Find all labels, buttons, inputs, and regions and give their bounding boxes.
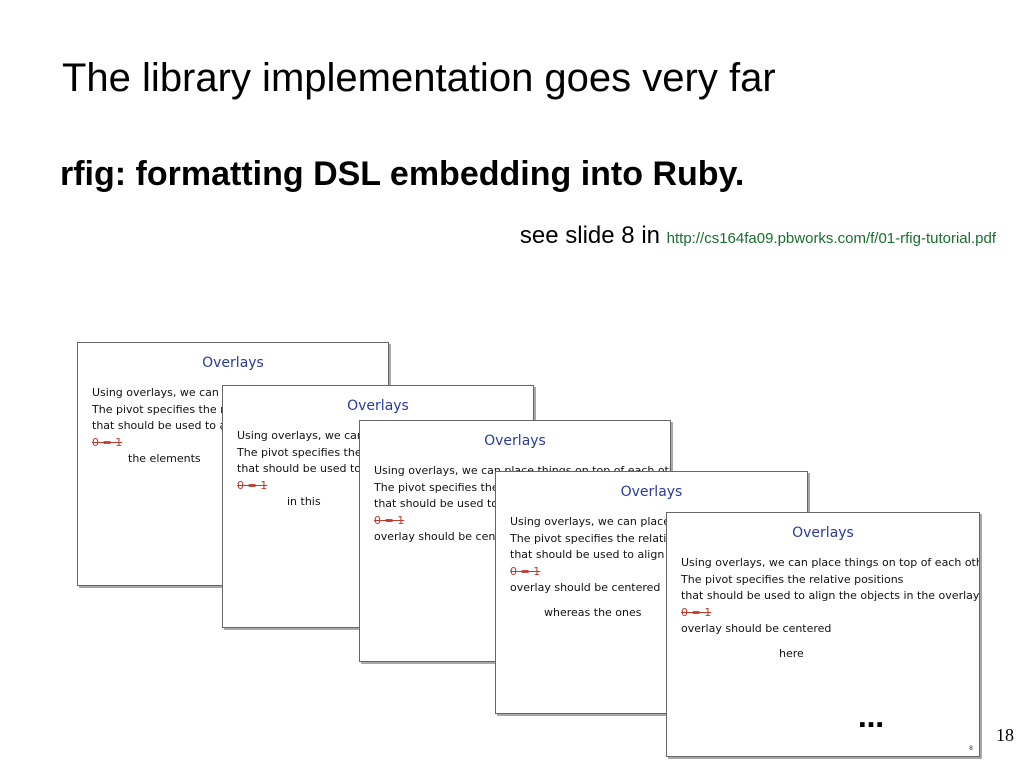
thumbnail-line: that should be used to align the objects…	[681, 589, 980, 602]
struck-equation: 0 = 1	[92, 435, 123, 449]
ellipsis: …	[858, 704, 885, 734]
reference-link[interactable]: http://cs164fa09.pbworks.com/f/01-rfig-t…	[666, 230, 996, 247]
thumbnail-title: Overlays	[620, 484, 683, 500]
thumbnail-slide-5: Overlays Using overlays, we can place th…	[666, 512, 980, 757]
thumbnail-body: Using overlays, we can place things on t…	[681, 555, 980, 662]
reference-line: see slide 8 in http://cs164fa09.pbworks.…	[520, 222, 996, 250]
thumbnail-line: overlay should be centered	[510, 581, 661, 594]
thumbnail-title: Overlays	[202, 355, 264, 371]
thumbnail-line: overlay should be centered	[374, 530, 525, 543]
thumbnail-line: The pivot specifies the relative positio…	[681, 572, 904, 586]
thumbnail-line: overlay should be centered	[681, 622, 832, 635]
thumbnail-extra: whereas the ones	[544, 605, 642, 619]
reference-prefix: see slide 8 in	[519, 222, 660, 249]
thumbnail-title: Overlays	[792, 525, 854, 541]
thumbnail-title: Overlays	[347, 398, 409, 414]
thumbnail-page-number: 8	[969, 745, 973, 752]
thumbnail-line: Using overlays, we can place things on t…	[681, 556, 980, 569]
thumbnail-extra: in this	[287, 495, 321, 508]
thumbnail-extra: the elements	[128, 452, 201, 465]
struck-equation: 0 = 1	[510, 564, 541, 578]
slide-subtitle: rfig: formatting DSL embedding into Ruby…	[60, 155, 745, 193]
thumbnail-title: Overlays	[484, 433, 546, 449]
thumbnail-extra: here	[779, 646, 804, 660]
page-number: 18	[996, 725, 1014, 745]
struck-equation: 0 = 1	[681, 605, 712, 619]
slide-title: The library implementation goes very far	[62, 56, 776, 100]
struck-equation: 0 = 1	[374, 513, 405, 527]
struck-equation: 0 = 1	[237, 478, 268, 492]
